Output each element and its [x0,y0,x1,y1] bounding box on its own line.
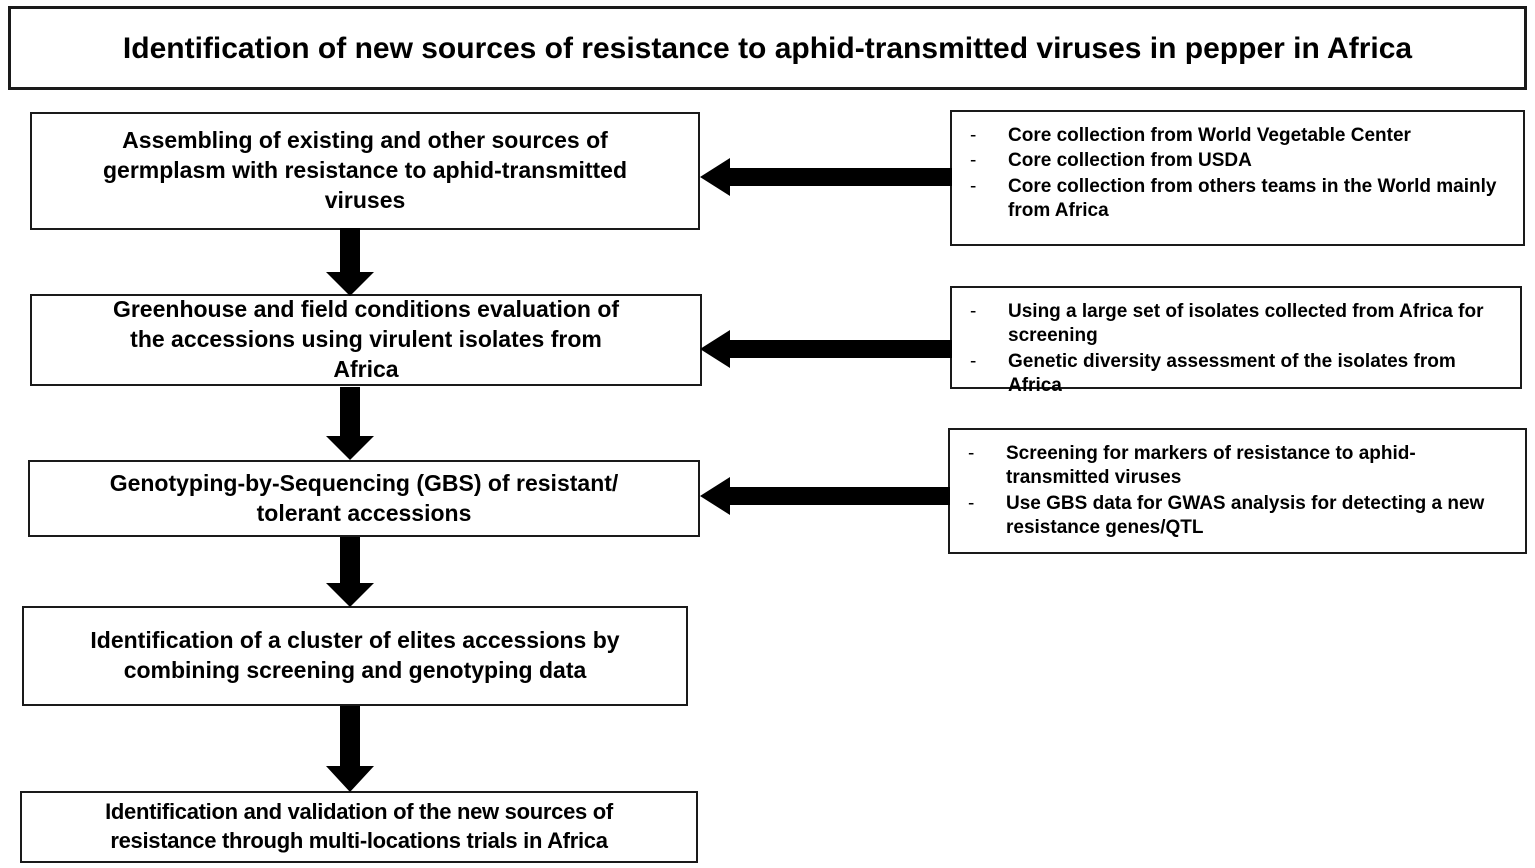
diagram-title-text: Identification of new sources of resista… [122,31,1413,65]
note-1-item-2: - Core collection from USDA [964,149,1513,173]
note-1-item-3: - Core collection from others teams in t… [964,175,1513,224]
bullet-dash-icon: - [970,301,977,322]
bullet-dash-icon: - [970,350,977,372]
bullet-dash-icon: - [968,492,975,514]
process-box-3-text: Genotyping-by-Sequencing (GBS) of resist… [109,469,619,526]
note-box-isolates-screening: - Using a large set of isolates collecte… [950,286,1522,396]
note-2-item-1: - Using a large set of isolates collecte… [964,300,1510,349]
process-box-1-text: Assembling of existing and other sources… [102,127,627,213]
bullet-dash-icon: - [970,150,977,172]
note-3-item-1: - Screening for markers of resistance to… [962,442,1515,491]
arrow-down-icon-1 [326,228,374,296]
note-3-item-2: - Use GBS data for GWAS analysis for det… [962,492,1515,541]
bullet-dash-icon: - [970,125,977,146]
process-box-2-text: Greenhouse and field conditions evaluati… [112,296,620,382]
note-box-markers-gwas: - Screening for markers of resistance to… [948,428,1527,554]
process-box-assembling-germplasm: Assembling of existing and other sources… [30,112,700,230]
note-3-list: - Screening for markers of resistance to… [962,442,1515,540]
note-1-list: - Core collection from World Vegetable C… [964,124,1513,223]
bullet-dash-icon: - [970,175,977,197]
note-2-item-2: - Genetic diversity assessment of the is… [964,350,1510,399]
arrow-left-icon-1 [700,158,952,196]
note-1-item-1: - Core collection from World Vegetable C… [964,124,1513,148]
diagram-title-box: Identification of new sources of resista… [8,6,1527,90]
process-box-4-text: Identification of a cluster of elites ac… [90,627,620,683]
arrow-down-icon-4 [326,706,374,792]
process-box-genotyping-by-sequencing: Genotyping-by-Sequencing (GBS) of resist… [28,460,700,537]
arrow-left-icon-2 [700,330,952,368]
process-box-validation-multilocation-trials: Identification and validation of the new… [20,791,698,863]
note-2-list: - Using a large set of isolates collecte… [964,300,1510,398]
process-box-cluster-identification: Identification of a cluster of elites ac… [22,606,688,706]
bullet-dash-icon: - [968,443,975,464]
process-box-5-text: Identification and validation of the new… [105,799,613,853]
arrow-left-icon-3 [700,477,950,515]
arrow-down-icon-3 [326,537,374,607]
note-box-core-collections: - Core collection from World Vegetable C… [950,110,1525,246]
arrow-down-icon-2 [326,387,374,460]
process-box-greenhouse-field-evaluation: Greenhouse and field conditions evaluati… [30,294,702,386]
